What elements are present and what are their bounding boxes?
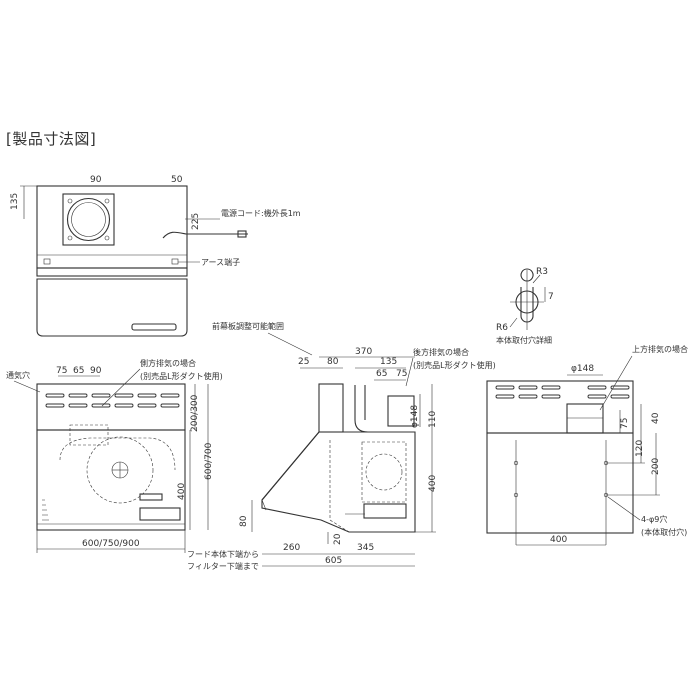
duct-collar	[62, 193, 115, 246]
power-cord	[162, 231, 248, 239]
dim-400-side: 400	[428, 475, 438, 492]
dim-600-700: 600/700	[204, 442, 214, 480]
top-exhaust-label: 上方排気の場合	[632, 344, 688, 354]
dim-20: 20	[333, 533, 343, 545]
top-duct	[566, 403, 604, 434]
dim-65: 65	[73, 366, 84, 376]
earth-label: アース端子	[201, 257, 240, 267]
dim-40: 40	[651, 412, 661, 424]
dim-d148-back: φ148	[571, 364, 594, 374]
dim-370: 370	[355, 347, 372, 357]
side-view: 前幕板調整可能範囲 後方排気の場合 (別売品L形ダクト使用) フード本体下端から…	[187, 321, 496, 571]
side-exhaust-note: (別売品L形ダクト使用)	[140, 371, 223, 381]
dim-260: 260	[283, 543, 300, 553]
switch-panel	[131, 323, 177, 331]
side-view-top	[318, 383, 344, 433]
dim-80: 80	[327, 357, 339, 367]
dim-225: 225	[191, 213, 201, 230]
front-plate-label: 前幕板調整可能範囲	[212, 321, 284, 331]
dim-width: 600/750/900	[82, 539, 140, 549]
dim-200-300: 200/300	[190, 394, 200, 432]
dim-80-vert: 80	[239, 515, 249, 527]
hood-bottom-label: フード本体下端から	[187, 549, 259, 559]
dim-75: 75	[56, 366, 67, 376]
dim-75-side: 75	[396, 369, 407, 379]
page-title: [製品寸法図]	[6, 130, 97, 148]
holes-label: 4-φ9穴	[641, 514, 667, 524]
dim-120: 120	[635, 440, 645, 457]
side-view-body	[261, 431, 416, 533]
dim-25: 25	[298, 357, 309, 367]
dim-90: 90	[90, 175, 102, 185]
front-view-body	[36, 429, 186, 531]
dim-7: 7	[548, 292, 554, 302]
dim-110: 110	[428, 411, 438, 428]
dim-400-front: 400	[177, 483, 187, 500]
dim-345: 345	[357, 543, 374, 553]
dim-400-back: 400	[550, 535, 567, 545]
dim-r6: R6	[496, 323, 508, 333]
dim-135-side: 135	[380, 357, 397, 367]
front-panel	[36, 278, 188, 337]
rear-exhaust-note: (別売品L形ダクト使用)	[413, 360, 496, 370]
vent-label: 通気穴	[6, 370, 30, 380]
dim-50: 50	[171, 175, 183, 185]
back-view-body	[486, 432, 634, 534]
dim-605: 605	[325, 556, 342, 566]
dim-65-side: 65	[376, 369, 387, 379]
cord-label: 電源コード:機外長1m	[221, 208, 301, 218]
dim-d148-side: φ148	[410, 405, 420, 428]
dim-75-back: 75	[620, 418, 630, 429]
rear-exhaust-label: 後方排気の場合	[413, 347, 469, 357]
dim-r3: R3	[536, 267, 548, 277]
holes-note: (本体取付穴)	[641, 527, 687, 537]
filter-bottom-label: フィルター下端まで	[187, 561, 259, 571]
mounting-hole-detail: R3 R6 7 本体取付穴詳細	[496, 267, 554, 345]
top-view-body	[36, 185, 188, 269]
front-view: 75 65 90 通気穴 側方排気の場合 (別売品L形ダクト使用) 200/30…	[6, 358, 223, 553]
front-panel-view	[36, 278, 188, 337]
detail-label: 本体取付穴詳細	[496, 335, 552, 345]
side-exhaust-label: 側方排気の場合	[140, 358, 196, 368]
dim-135: 135	[10, 193, 20, 210]
back-view: 上方排気の場合 4-φ9穴 (本体取付穴) φ148 40 75 120 200…	[486, 344, 688, 546]
dim-90-front: 90	[90, 366, 102, 376]
dim-200: 200	[651, 458, 661, 475]
top-view: 135 90 50 225 電源コード:機外長1m アース端子	[10, 175, 301, 277]
rear-duct	[354, 385, 388, 433]
